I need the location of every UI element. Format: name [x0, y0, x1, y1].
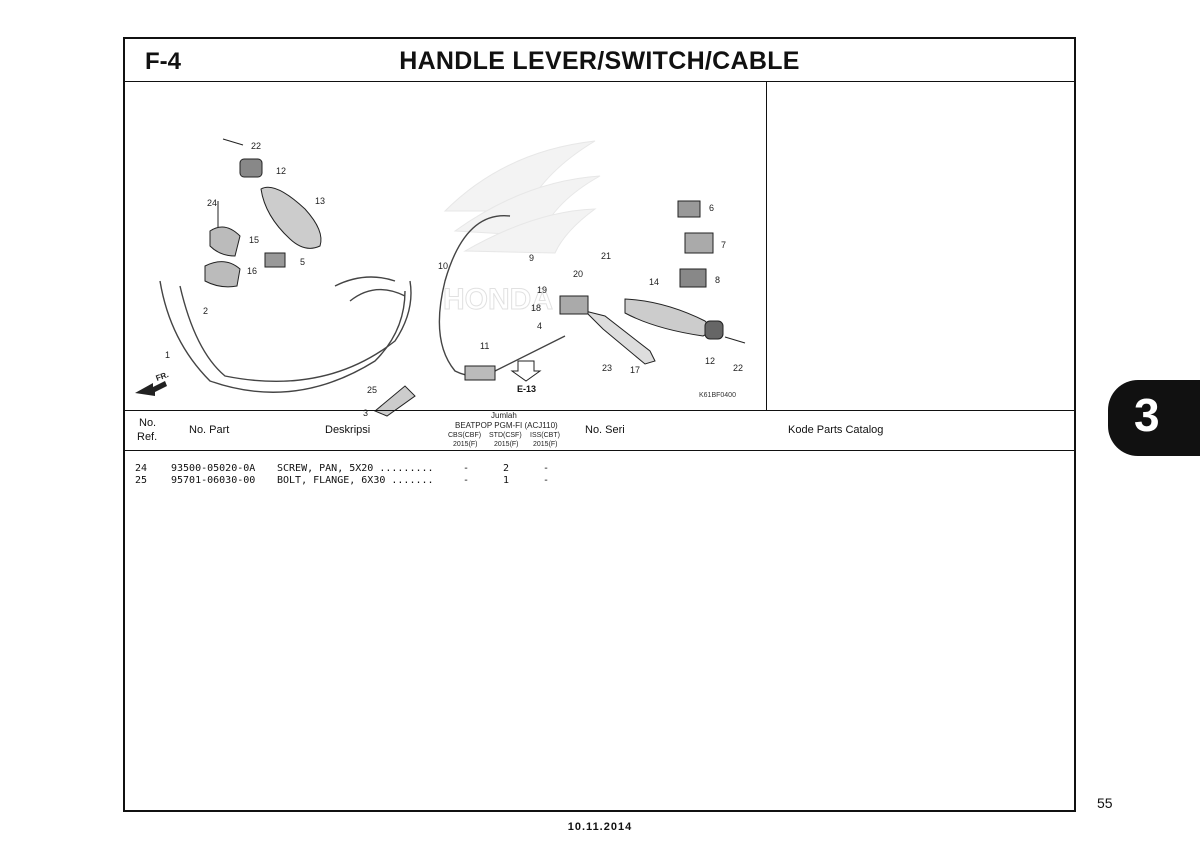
col-variant-3: ISS(CBT)	[530, 432, 560, 439]
right-grip-parts	[559, 200, 746, 365]
callout-label: 5	[300, 257, 305, 267]
e13-reference: E-13	[510, 360, 542, 394]
page-number: 55	[1097, 795, 1113, 811]
callout-label: 18	[531, 303, 541, 313]
col-variant-2-year: 2015(F)	[494, 441, 519, 448]
callout-label: 22	[251, 141, 261, 151]
row-ref: 25	[135, 475, 148, 486]
catalog-frame: F-4 HANDLE LEVER/SWITCH/CABLE HONDA	[123, 37, 1076, 812]
honda-wing-watermark: HONDA	[443, 140, 601, 317]
table-column-headers: No. Ref. No. Part Deskripsi Jumlah BEATP…	[125, 410, 1074, 451]
parts-illustration: HONDA	[135, 138, 746, 418]
col-kode: Kode Parts Catalog	[788, 424, 884, 436]
callout-label: 17	[630, 365, 640, 375]
col-no-part: No. Part	[189, 424, 230, 436]
col-variant-3-year: 2015(F)	[533, 441, 558, 448]
callout-label: 4	[537, 321, 542, 331]
callout-label: 6	[709, 203, 714, 213]
callout-label: 12	[705, 356, 715, 366]
callout-label: 12	[276, 166, 286, 176]
page-title: HANDLE LEVER/SWITCH/CABLE	[399, 47, 800, 75]
row-ref: 24	[135, 463, 148, 474]
lower-mount-parts	[374, 365, 496, 417]
col-variant-1-year: 2015(F)	[453, 441, 478, 448]
callout-label: 21	[601, 251, 611, 261]
callout-label: 24	[207, 198, 217, 208]
left-grip-parts	[204, 138, 322, 288]
callout-label: 7	[721, 240, 726, 250]
exploded-diagram: HONDA	[125, 81, 767, 418]
col-deskripsi: Deskripsi	[325, 424, 371, 436]
callout-label: 23	[602, 363, 612, 373]
fr-label: FR.	[155, 370, 170, 383]
row-qty-1: -	[463, 463, 470, 474]
col-variant-2: STD(CSF)	[489, 432, 522, 439]
col-no: No.	[139, 417, 157, 429]
callout-label: 3	[363, 408, 368, 418]
row-desc: BOLT, FLANGE, 6X30 .......	[277, 475, 434, 486]
col-no-seri: No. Seri	[585, 424, 625, 436]
callout-label: 2	[203, 306, 208, 316]
front-arrow-icon: FR.	[135, 370, 170, 396]
row-qty-1: -	[463, 475, 470, 486]
callout-label: 25	[367, 385, 377, 395]
e13-label: E-13	[517, 384, 536, 394]
illustration-code: K61BF0400	[699, 392, 736, 399]
row-qty-2: 1	[503, 475, 510, 486]
col-variant-1: CBS(CBF)	[448, 432, 482, 439]
figure-number: F-4	[145, 48, 181, 75]
print-date: 10.11.2014	[567, 821, 633, 833]
section-tab-number: 3	[1134, 389, 1160, 441]
callout-label: 14	[649, 277, 659, 287]
col-jumlah: Jumlah	[491, 411, 517, 420]
honda-logo-text: HONDA	[443, 283, 553, 316]
callout-label: 10	[438, 261, 448, 271]
callout-label: 22	[733, 363, 743, 373]
col-model: BEATPOP PGM-FI (ACJ110)	[455, 421, 558, 430]
col-ref: Ref.	[137, 431, 158, 443]
callout-label: 11	[480, 341, 489, 351]
callout-label: 15	[249, 235, 259, 245]
row-qty-3: -	[543, 475, 550, 486]
table-row: 24 93500-05020-0A SCREW, PAN, 5X20 .....…	[125, 463, 1074, 475]
callout-label: 9	[529, 253, 534, 263]
table-row: 25 95701-06030-00 BOLT, FLANGE, 6X30 ...…	[125, 475, 1074, 487]
row-qty-2: 2	[503, 463, 510, 474]
callout-label: 8	[715, 275, 720, 285]
row-qty-3: -	[543, 463, 550, 474]
section-tab: 3	[1108, 380, 1200, 456]
callout-label: 1	[165, 350, 170, 360]
callout-label: 16	[247, 266, 257, 276]
throttle-cables	[159, 276, 412, 393]
page-header: F-4 HANDLE LEVER/SWITCH/CABLE	[125, 39, 1074, 82]
callout-label: 19	[537, 285, 547, 295]
callout-label: 13	[315, 196, 325, 206]
callout-label: 20	[573, 269, 583, 279]
row-part-no: 95701-06030-00	[171, 475, 256, 486]
callout-labels: 22 12 13 24 15 5 16 2 1 10 9 6 7 8 21 20…	[165, 141, 743, 418]
row-part-no: 93500-05020-0A	[171, 463, 256, 474]
row-desc: SCREW, PAN, 5X20 .........	[277, 463, 434, 474]
